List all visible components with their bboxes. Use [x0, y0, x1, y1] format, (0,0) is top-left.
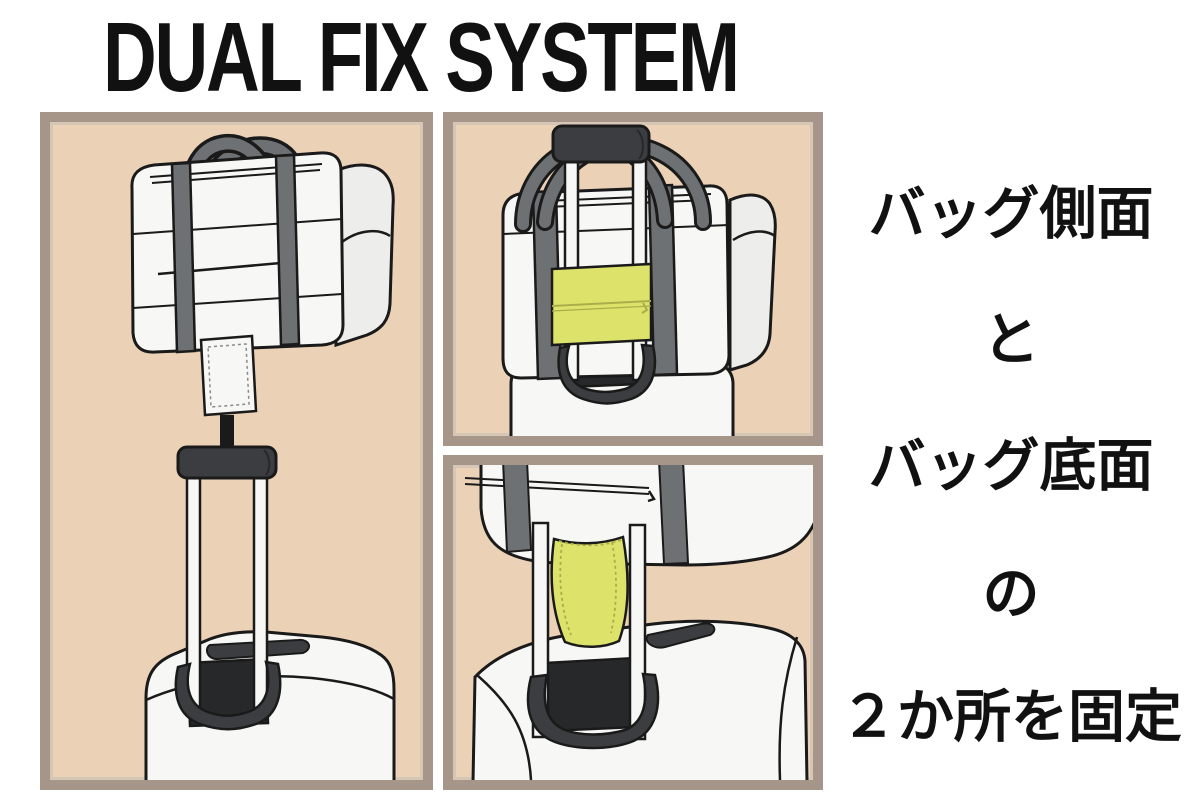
page-title: DUAL FIX SYSTEM: [103, 2, 740, 112]
trolley-housing-collar: [174, 660, 282, 731]
trolley-handle-bar: [551, 124, 651, 164]
panel-bag-side-fixed: [443, 112, 823, 446]
strap-stub: [220, 415, 234, 449]
bag-bottom: [464, 465, 813, 567]
illustration-bottom-fix: [464, 465, 813, 780]
attachment-strap-panel: [199, 334, 258, 449]
trolley-housing-window: [543, 656, 639, 733]
fix-strap-yellow: [550, 535, 629, 648]
fix-sleeve-yellow: [550, 262, 653, 347]
caption-no: の: [982, 561, 1040, 627]
panel-bag-and-trolley-separated: [40, 112, 433, 790]
duffel-bag: [130, 151, 395, 354]
suitcase-carry-handle: [645, 622, 716, 649]
illustration-side-fix: [501, 124, 777, 436]
trolley-housing-collar: [526, 672, 660, 750]
zipper-pull: [647, 490, 656, 503]
trolley-housing-collar: [557, 343, 657, 405]
trolley-handle-bar: [176, 445, 278, 480]
illustration-bag-above-trolley: [130, 133, 396, 780]
caption-bag-side: バッグ側面: [868, 181, 1154, 247]
panel-bag-bottom-fixed: [443, 455, 823, 790]
caption-bag-bottom: バッグ底面: [868, 433, 1154, 499]
caption-column: バッグ側面 と バッグ底面 の ２か所を固定: [822, 0, 1200, 800]
caption-two-points-fixed: ２か所を固定: [840, 684, 1182, 750]
caption-and: と: [982, 307, 1040, 373]
